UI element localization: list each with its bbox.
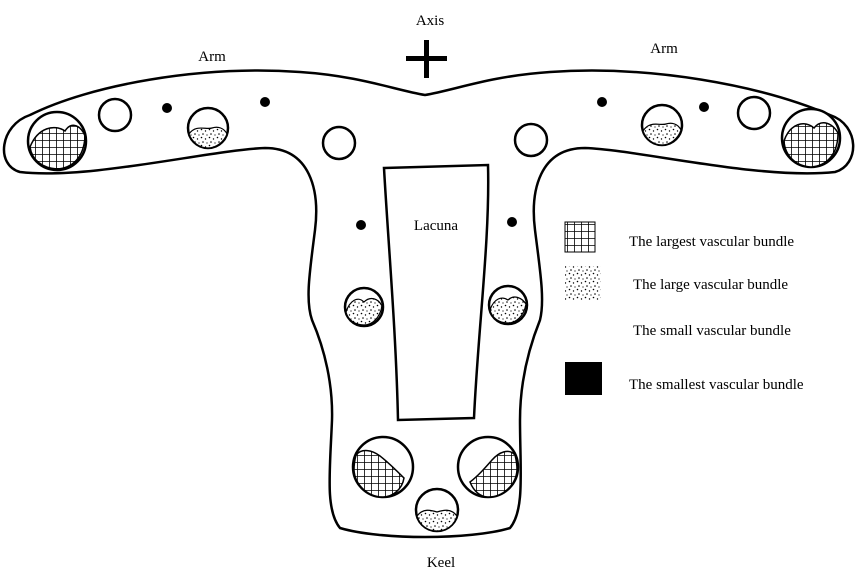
legend-swatch-grid [565,222,595,252]
legend: The largest vascular bundle The large va… [565,222,804,395]
axis-marker [406,40,447,78]
smallest-bundle-stem-left [356,220,366,230]
largest-bundle-keel-right [458,437,518,497]
legend-item-largest: The largest vascular bundle [565,222,794,252]
large-bundle-stem-left [345,288,383,326]
keel-label: Keel [427,555,455,571]
small-bundle-left-1 [99,99,131,131]
legend-item-large: The large vascular bundle [565,266,788,300]
smallest-bundle-right-2 [597,97,607,107]
smallest-bundle-right-1 [699,102,709,112]
largest-bundle-left-arm [28,112,86,170]
legend-text-large: The large vascular bundle [633,277,788,293]
axis-label: Axis [416,13,445,29]
small-bundle-right-1 [738,97,770,129]
legend-text-smallest: The smallest vascular bundle [629,377,804,393]
large-bundle-right-arm [642,105,682,145]
smallest-bundle-left-2 [260,97,270,107]
legend-text-largest: The largest vascular bundle [629,234,794,250]
small-bundle-left-2 [323,127,355,159]
large-bundle-stem-right [489,286,527,324]
arm-label-right: Arm [650,41,678,57]
smallest-bundle-left-1 [162,103,172,113]
legend-swatch-solid [565,362,602,395]
legend-swatch-stipple [565,266,601,300]
legend-text-small: The small vascular bundle [633,323,791,339]
legend-item-smallest: The smallest vascular bundle [565,362,804,395]
large-bundle-keel-bottom [416,489,458,531]
lacuna-label: Lacuna [414,218,458,234]
arm-label-left: Arm [198,49,226,65]
largest-bundle-right-arm [782,109,840,167]
small-bundle-right-2 [515,124,547,156]
large-bundle-left-arm [188,108,228,148]
legend-item-small: The small vascular bundle [633,323,791,339]
smallest-bundle-stem-right [507,217,517,227]
lacuna [384,165,488,420]
largest-bundle-keel-left [353,437,413,497]
